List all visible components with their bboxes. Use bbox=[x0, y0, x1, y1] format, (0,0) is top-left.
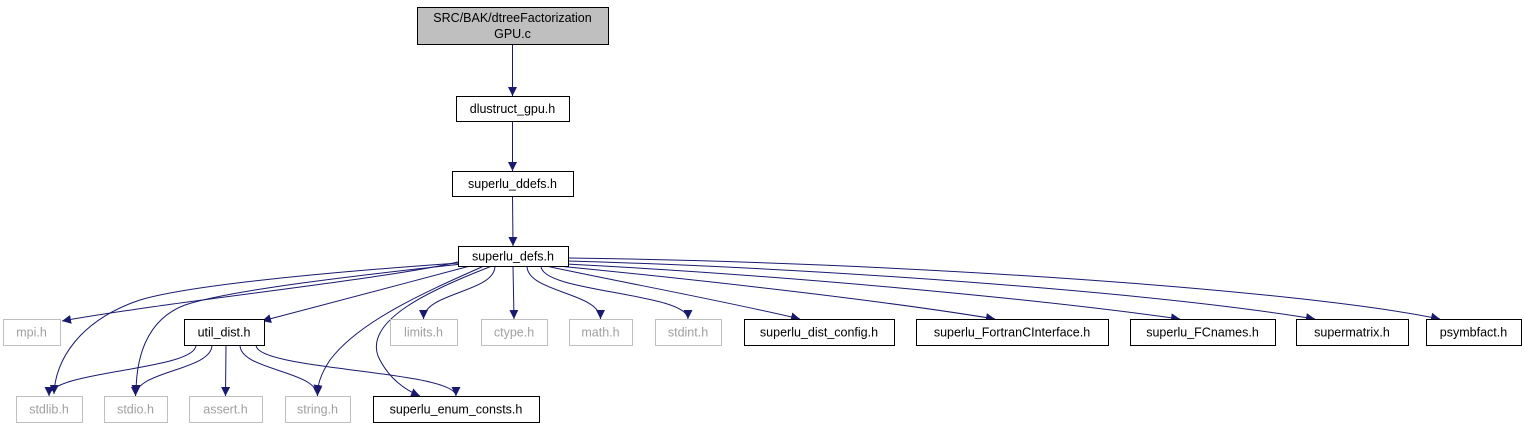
edge-superlu_defs-to-math bbox=[526, 265, 605, 320]
edge-superlu_defs-to-supermatrix bbox=[567, 260, 1316, 322]
node-mpi: mpi.h bbox=[3, 319, 61, 346]
node-enum-consts[interactable]: superlu_enum_consts.h bbox=[373, 396, 540, 423]
node-util-dist[interactable]: util_dist.h bbox=[184, 319, 265, 346]
edge-superlu_defs-to-enum_consts bbox=[375, 265, 493, 397]
node-label: psymbfact.h bbox=[1440, 326, 1507, 340]
edge-superlu_defs-to-util_dist bbox=[261, 265, 471, 323]
node-assert: assert.h bbox=[189, 396, 263, 423]
edge-util_dist-to-string bbox=[239, 344, 322, 397]
edge-superlu_defs-to-dist_config bbox=[545, 265, 801, 322]
edge-superlu_defs-to-stdlib bbox=[49, 262, 460, 395]
node-box bbox=[1296, 319, 1409, 346]
node-limits: limits.h bbox=[390, 319, 458, 346]
edge-superlu_defs-to-stdio bbox=[131, 263, 463, 395]
edge-util_dist-to-stdio bbox=[131, 344, 213, 397]
node-label: util_dist.h bbox=[198, 326, 251, 340]
node-label: stdint.h bbox=[668, 326, 708, 340]
edge-superlu_ddefs-to-superlu_defs bbox=[508, 195, 518, 247]
node-superlu-ddefs[interactable]: superlu_ddefs.h bbox=[452, 171, 574, 197]
edge-superlu_defs-to-fcnames bbox=[565, 263, 1181, 323]
node-supermatrix[interactable]: supermatrix.h bbox=[1296, 319, 1409, 346]
node-stdio: stdio.h bbox=[104, 396, 168, 423]
node-box bbox=[3, 319, 61, 346]
node-box bbox=[916, 319, 1109, 346]
node-box bbox=[1130, 319, 1276, 346]
node-label: dlustruct_gpu.h bbox=[470, 102, 556, 116]
node-label: stdio.h bbox=[117, 403, 154, 417]
edge-util_dist-to-enum_consts bbox=[255, 344, 461, 397]
node-box bbox=[16, 396, 83, 423]
node-stdint: stdint.h bbox=[655, 319, 722, 346]
node-label: mpi.h bbox=[16, 326, 47, 340]
node-superlu-defs[interactable]: superlu_defs.h bbox=[458, 246, 569, 267]
node-box bbox=[569, 319, 633, 346]
edge-util_dist-to-assert bbox=[221, 344, 231, 397]
node-psymbfact[interactable]: psymbfact.h bbox=[1426, 319, 1522, 346]
edge-superlu_defs-to-string bbox=[313, 265, 485, 395]
edge-layer bbox=[44, 44, 1441, 397]
node-fortran[interactable]: superlu_FortranCInterface.h bbox=[916, 319, 1109, 346]
node-label: string.h bbox=[297, 403, 338, 417]
edge-superlu_defs-to-stdint bbox=[540, 265, 693, 320]
node-box bbox=[373, 396, 540, 423]
node-box bbox=[458, 246, 569, 267]
edge-superlu_defs-to-ctype bbox=[509, 265, 519, 320]
node-dist-config[interactable]: superlu_dist_config.h bbox=[744, 319, 895, 346]
node-label: math.h bbox=[581, 326, 619, 340]
node-box bbox=[390, 319, 458, 346]
node-label: superlu_FCnames.h bbox=[1146, 326, 1259, 340]
node-label: SRC/BAK/dtreeFactorization bbox=[433, 11, 591, 25]
node-box bbox=[417, 7, 609, 45]
node-box bbox=[456, 96, 570, 122]
node-label: assert.h bbox=[203, 403, 248, 417]
node-label: superlu_dist_config.h bbox=[760, 326, 878, 340]
node-label: supermatrix.h bbox=[1314, 326, 1390, 340]
node-box bbox=[189, 396, 263, 423]
node-box bbox=[481, 319, 548, 346]
node-box bbox=[104, 396, 168, 423]
node-box bbox=[285, 396, 351, 423]
node-box bbox=[655, 319, 722, 346]
edge-superlu_defs-to-mpi bbox=[61, 261, 459, 324]
node-math: math.h bbox=[569, 319, 633, 346]
edge-superlu_defs-to-limits bbox=[419, 265, 496, 320]
node-box bbox=[452, 171, 574, 197]
edge-superlu_defs-to-fortran bbox=[557, 265, 996, 322]
edge-superlu_defs-to-psymbfact bbox=[567, 257, 1441, 322]
node-label: superlu_defs.h bbox=[472, 250, 554, 264]
node-label: superlu_FortranCInterface.h bbox=[934, 326, 1090, 340]
node-dlustruct[interactable]: dlustruct_gpu.h bbox=[456, 96, 570, 122]
node-box bbox=[184, 319, 265, 346]
node-box bbox=[1426, 319, 1522, 346]
node-box bbox=[744, 319, 895, 346]
node-stdlib: stdlib.h bbox=[16, 396, 83, 423]
node-label: limits.h bbox=[404, 326, 443, 340]
node-fcnames[interactable]: superlu_FCnames.h bbox=[1130, 319, 1276, 346]
node-label: stdlib.h bbox=[29, 403, 69, 417]
node-label: ctype.h bbox=[494, 326, 534, 340]
node-label: superlu_enum_consts.h bbox=[390, 403, 523, 417]
node-ctype: ctype.h bbox=[481, 319, 548, 346]
node-label: GPU.c bbox=[494, 27, 531, 41]
edge-util_dist-to-stdlib bbox=[44, 344, 197, 397]
node-label: superlu_ddefs.h bbox=[468, 177, 557, 191]
node-string: string.h bbox=[285, 396, 351, 423]
